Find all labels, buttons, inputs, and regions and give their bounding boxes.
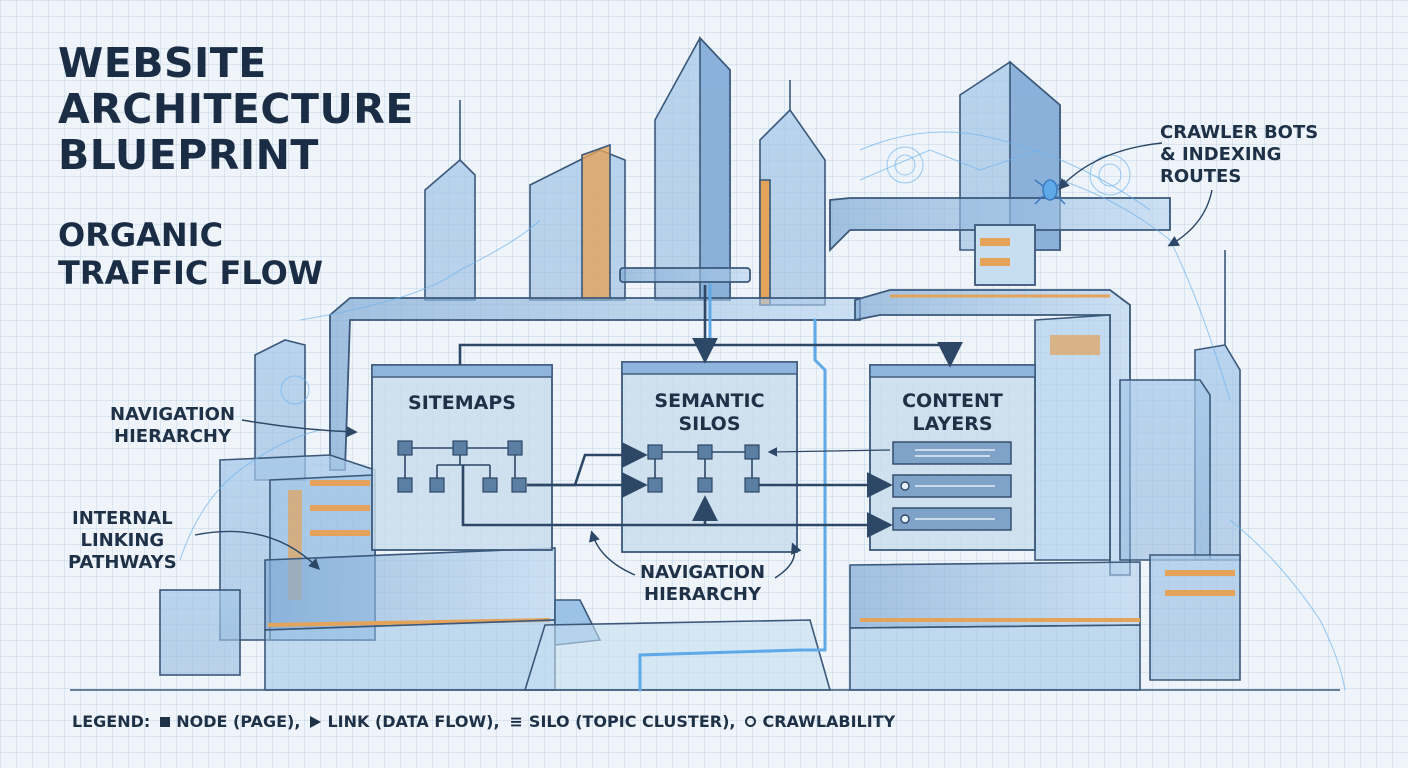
label-line: NAVIGATION (110, 404, 236, 425)
label-line: & INDEXING (1160, 144, 1282, 165)
node (647, 444, 663, 460)
subtitle-line: TRAFFIC FLOW (58, 254, 324, 292)
panel-title-line: SILOS (678, 413, 741, 435)
subtitle-line: ORGANIC (58, 216, 224, 254)
upper-frame (329, 197, 1171, 576)
legend-heading: LEGEND: (72, 712, 151, 731)
legend-item-node: NODE (PAGE), (176, 712, 301, 731)
panel-title-line: LAYERS (912, 413, 993, 435)
node (647, 477, 663, 493)
legend-item-crawlability: CRAWLABILITY (762, 712, 896, 731)
label-line: ROUTES (1160, 166, 1242, 187)
panel-title-semantic-silos: SEMANTIC SILOS (622, 390, 797, 436)
label-navigation-hierarchy-bottom: NAVIGATION HIERARCHY (640, 562, 765, 606)
node (697, 444, 713, 460)
callout-lines (194, 142, 1213, 579)
title-line: ARCHITECTURE (58, 85, 414, 133)
node (744, 444, 760, 460)
subtitle: ORGANIC TRAFFIC FLOW (58, 216, 323, 292)
square-node-icon (160, 716, 171, 727)
node (429, 477, 445, 493)
node (482, 477, 498, 493)
layer-bar (892, 441, 1012, 465)
node (507, 440, 523, 456)
legend-item-link: LINK (DATA FLOW), (327, 712, 500, 731)
legend: LEGEND: NODE (PAGE), LINK (DATA FLOW), ≡… (72, 712, 895, 731)
node (397, 440, 413, 456)
label-line: LINKING (80, 530, 165, 551)
silo-nodes (647, 444, 760, 493)
title-line: BLUEPRINT (58, 131, 319, 179)
title-line: WEBSITE (58, 39, 267, 87)
label-line: CRAWLER BOTS (1160, 122, 1319, 143)
label-navigation-hierarchy-left: NAVIGATION HIERARCHY (110, 404, 235, 448)
label-line: HIERARCHY (114, 426, 232, 447)
node (511, 477, 527, 493)
legend-item-silo: SILO (TOPIC CLUSTER), (528, 712, 736, 731)
node (697, 477, 713, 493)
spider-icon (1034, 179, 1066, 205)
node (397, 477, 413, 493)
panel-title-line: SEMANTIC (654, 390, 765, 412)
connection-arrows (458, 285, 963, 538)
panel-title-line: SITEMAPS (408, 392, 516, 414)
label-line: NAVIGATION (640, 562, 766, 583)
node (452, 440, 468, 456)
triangle-link-icon (310, 715, 322, 728)
panel-title-content-layers: CONTENT LAYERS (870, 390, 1035, 436)
panel-title-line: CONTENT (902, 390, 1003, 412)
content-layers (892, 441, 1012, 531)
node (744, 477, 760, 493)
page-title: WEBSITE ARCHITECTURE BLUEPRINT (58, 40, 414, 178)
sitemap-nodes (397, 440, 527, 493)
circle-crawl-icon (745, 716, 757, 727)
label-internal-linking: INTERNAL LINKING PATHWAYS (68, 508, 177, 574)
tower-1 (424, 158, 476, 301)
label-line: INTERNAL (72, 508, 173, 529)
three-bars-silo-icon: ≡ (509, 712, 523, 731)
label-line: PATHWAYS (68, 552, 177, 573)
label-crawler-bots: CRAWLER BOTS & INDEXING ROUTES (1160, 122, 1318, 188)
panel-title-sitemaps: SITEMAPS (372, 392, 552, 415)
label-line: HIERARCHY (644, 584, 762, 605)
